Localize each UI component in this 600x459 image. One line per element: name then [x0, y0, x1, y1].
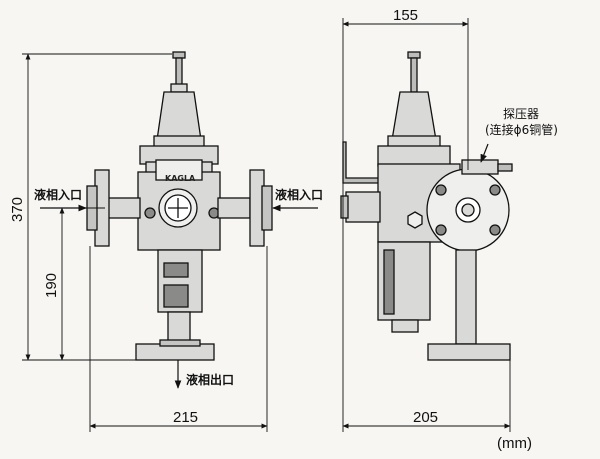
- width-205-label: 205: [413, 409, 438, 426]
- height-190-label: 190: [43, 273, 60, 298]
- brand-logo: KAGLA: [165, 174, 196, 183]
- width-215-label: 215: [173, 409, 198, 426]
- pressure-probe-label: 探压器: [503, 107, 539, 121]
- flow-arrows: [40, 143, 489, 389]
- dimension-lines: [22, 18, 511, 432]
- liquid-inlet-right-label: 液相入口: [275, 187, 323, 202]
- unit-label: (mm): [497, 435, 532, 452]
- liquid-inlet-left-label: 液相入口: [34, 187, 82, 202]
- width-155-label: 155: [393, 7, 418, 24]
- pressure-probe-detail: (连接ϕ6铜管): [485, 122, 558, 137]
- side-view: [340, 51, 513, 361]
- liquid-outlet-label: 液相出口: [186, 372, 234, 387]
- height-370-label: 370: [9, 197, 26, 222]
- front-view: [86, 51, 273, 361]
